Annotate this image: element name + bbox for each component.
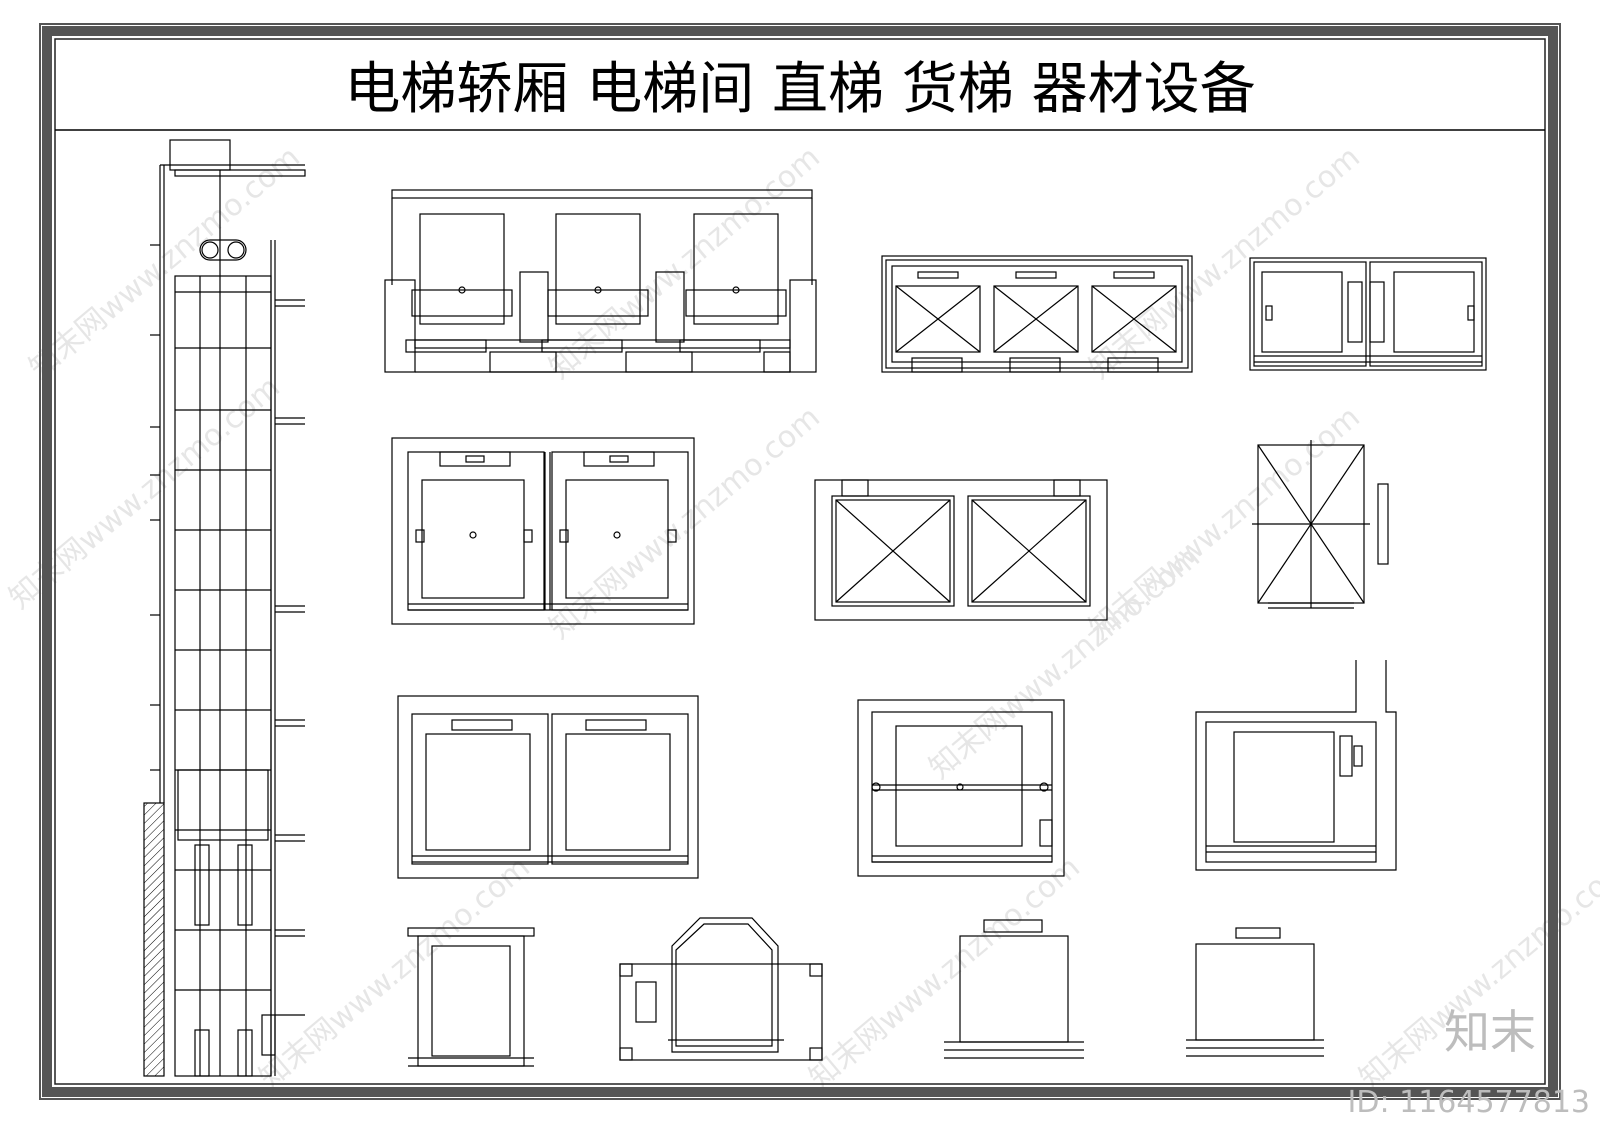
page-title: 电梯轿厢 电梯间 直梯 货梯 器材设备 <box>344 57 1255 122</box>
small-car-3 <box>1186 927 1324 1057</box>
watermark: 知末网www.znzmo.com <box>543 140 827 386</box>
watermark: 知末网www.znzmo.com <box>253 850 537 1096</box>
watermark: 知末网www.znzmo.com <box>1353 850 1600 1096</box>
single-car-corner <box>1195 660 1397 871</box>
triple-car-plan <box>384 189 817 373</box>
id-label: ID: 1164577813 <box>1348 1085 1590 1120</box>
watermark: 知末网www.znzmo.com <box>1083 140 1367 386</box>
watermark: 知末网www.znzmo.com <box>803 850 1087 1096</box>
elevation-section <box>143 139 306 1077</box>
watermark: 知末网www.znzmo.com <box>23 140 307 386</box>
single-shaft-plan <box>1252 440 1389 609</box>
watermark-layer: 知末网www.znzmo.com 知末网www.znzmo.com 知末网www… <box>3 140 1600 1096</box>
single-car-wide <box>857 699 1065 877</box>
watermark: 知末网www.znzmo.com <box>923 540 1207 786</box>
double-car-plan <box>391 437 695 625</box>
small-car <box>407 927 535 1067</box>
double-shaft-plan <box>814 479 1108 621</box>
double-car-plan-small <box>1249 257 1487 371</box>
watermark: 知末网www.znzmo.com <box>543 400 827 646</box>
round-car <box>619 917 823 1061</box>
small-car-2 <box>944 919 1084 1059</box>
double-car-plan-2 <box>397 695 699 879</box>
sheet-frame <box>39 23 1561 1100</box>
triple-shaft-plan <box>881 255 1193 373</box>
brand-logo: 知末 <box>1444 1005 1536 1059</box>
